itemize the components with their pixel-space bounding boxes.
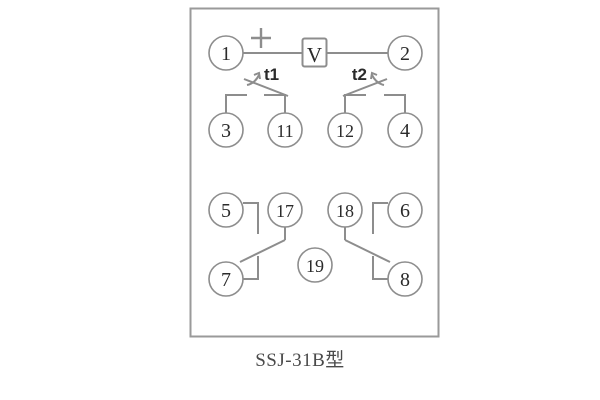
terminal-label: 12: [336, 121, 354, 141]
terminal-circle: [267, 192, 303, 228]
terminal-17: 17: [267, 192, 303, 228]
terminal-label: 19: [306, 256, 324, 276]
timer-label-t2: t2: [352, 65, 367, 84]
bracket-terminal-8: [372, 256, 388, 280]
terminal-circle: [267, 112, 303, 148]
row-instant-contacts: [239, 202, 391, 280]
timer-label-t1: t1: [264, 65, 279, 84]
terminal-11: 11: [267, 112, 303, 148]
terminal-3: 3: [208, 112, 244, 148]
terminal-label: 18: [336, 201, 354, 221]
terminal-circle: [208, 35, 244, 71]
bracket-terminal-4: [384, 94, 406, 113]
terminal-circle: [297, 247, 333, 283]
terminal-18: 18: [327, 192, 363, 228]
bracket-terminal-6: [372, 202, 388, 234]
terminal-label: 8: [400, 269, 410, 291]
timer-arrow-t2-icon: [370, 71, 385, 86]
terminal-circle: [387, 35, 423, 71]
terminal-1: 1: [208, 35, 244, 71]
contact-arm-t2: [342, 78, 388, 97]
terminal-label: 4: [400, 120, 410, 142]
terminal-circle: [208, 261, 244, 297]
voltmeter-label: V: [307, 43, 322, 67]
terminal-label: 17: [276, 201, 294, 221]
terminal-circle: [387, 192, 423, 228]
terminal-8: 8: [387, 261, 423, 297]
terminal-label: 7: [221, 269, 231, 291]
terminal-6: 6: [387, 192, 423, 228]
terminal-label: 2: [400, 43, 410, 65]
bracket-terminal-3: [225, 94, 247, 113]
polarity-plus-icon: [251, 28, 271, 48]
terminal-label: 1: [221, 43, 231, 65]
timer-arrow-t1-icon: [246, 71, 261, 86]
terminal-circle: [387, 261, 423, 297]
terminal-label: 3: [221, 120, 231, 142]
row-power: V: [243, 28, 388, 68]
terminal-circle: [208, 192, 244, 228]
diagram-caption: SSJ-31B型: [255, 350, 345, 371]
terminal-label: 11: [276, 121, 293, 141]
contact-arm-t1: [243, 78, 289, 97]
terminal-label: 6: [400, 200, 410, 222]
terminal-circle: [327, 192, 363, 228]
bracket-terminal-7: [243, 256, 259, 280]
bracket-terminal-5: [243, 202, 259, 234]
terminal-circle: [208, 112, 244, 148]
terminal-5: 5: [208, 192, 244, 228]
terminal-2: 2: [387, 35, 423, 71]
terminal-12: 12: [327, 112, 363, 148]
terminal-4: 4: [387, 112, 423, 148]
terminal-label: 5: [221, 200, 231, 222]
terminal-circle: [387, 112, 423, 148]
row-timer-contacts: t1 t2: [225, 65, 406, 113]
terminal-circle: [327, 112, 363, 148]
contact-arm-17-7: [239, 239, 286, 263]
voltmeter-box: [301, 37, 328, 68]
contact-arm-18-8: [344, 239, 391, 263]
terminal-19: 19: [297, 247, 333, 283]
terminal-7: 7: [208, 261, 244, 297]
